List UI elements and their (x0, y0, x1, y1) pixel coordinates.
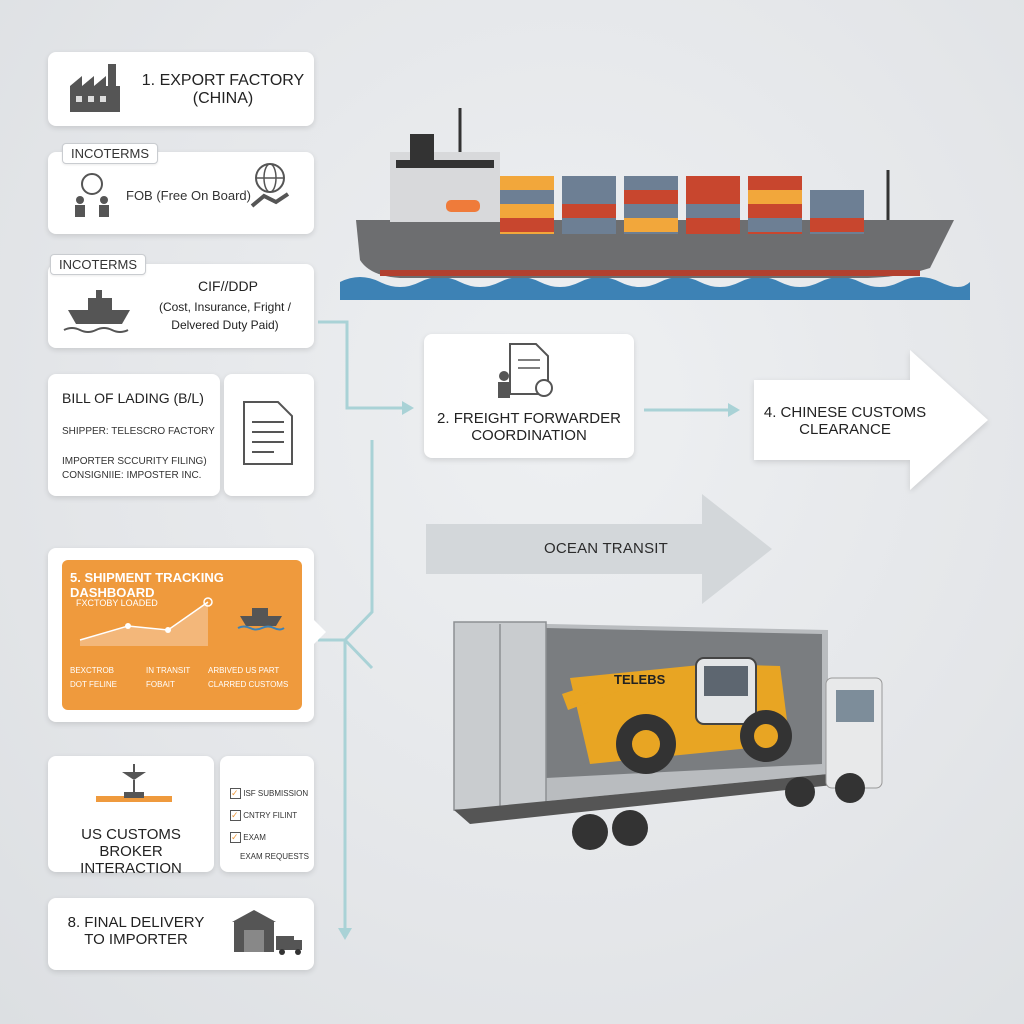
document-icon (243, 401, 293, 465)
bill-of-lading-card: BILL OF LADING (B/L) SHIPPER: TELESCRO F… (48, 374, 220, 496)
warehouse-truck-icon (232, 910, 302, 955)
connector-arrowhead-customs (728, 403, 740, 417)
globe-people-icon (75, 173, 109, 217)
container-stacks (500, 176, 864, 234)
telehandler-brand-label: TELEBS (614, 672, 666, 687)
fob-text: FOB (Free On Board) (126, 188, 251, 203)
freight-forwarder-title: 2. FREIGHT FORWARDER COORDINATION (437, 410, 621, 444)
water-waves (340, 277, 970, 300)
dashboard-ship-icon (237, 608, 285, 631)
bol-consignee: CONSIGNIIE: IMPOSTER INC. (62, 470, 202, 481)
incoterms-cif-tab: INCOTERMS (50, 254, 146, 275)
connector-arrowhead-forwarder (402, 401, 414, 415)
chinese-customs-arrow (754, 350, 988, 490)
cab-window (836, 690, 874, 722)
export-factory-card: 1. EXPORT FACTORY (CHINA) (48, 52, 314, 126)
checklist-footnote: EXAM REQUESTS (240, 852, 309, 861)
freight-forwarder-card: 2. FREIGHT FORWARDER COORDINATION (424, 334, 634, 458)
dashboard-title: 5. SHIPMENT TRACKING DASHBOARD (70, 570, 224, 600)
bridge-windows (396, 160, 494, 168)
incoterms-cif-card: CIF//DDP (Cost, Insurance, Fright / Delv… (48, 264, 314, 348)
cif-line3: Delvered Duty Paid) (171, 318, 279, 332)
us-customs-title: US CUSTOMS BROKER INTERACTION (80, 826, 182, 877)
us-customs-card: US CUSTOMS BROKER INTERACTION (48, 756, 214, 877)
cargo-ship-illustration (340, 108, 970, 300)
document-card (224, 374, 314, 496)
checklist-item-2: ✓ CNTRY FILINT (230, 810, 298, 821)
hull-stripe (380, 270, 920, 276)
dashboard-cell-2: IN TRANSIT FOBAIT (146, 666, 191, 689)
checklist-item-1: ✓ ISF SUBMISSION (230, 788, 309, 799)
crane-scale-icon (96, 764, 172, 802)
connector-bracket-lower (343, 638, 374, 670)
dashboard-cell-1: BEXCTROB DOT FELINE (70, 666, 117, 689)
customs-checklist-card: ✓ ISF SUBMISSION ✓ CNTRY FILINT ✓ EXAM E… (220, 756, 314, 872)
bol-title: BILL OF LADING (B/L) (62, 390, 204, 406)
dashboard-cell-3: ARBIVED US PART CLARRED CUSTOMS (208, 666, 289, 689)
ship-icon (63, 290, 130, 333)
lifeboat (446, 200, 480, 212)
telehandler (562, 657, 792, 774)
chinese-customs-title: 4. CHINESE CUSTOMS CLEARANCE (763, 404, 927, 438)
export-factory-title: 1. EXPORT FACTORY (CHINA) (141, 72, 305, 107)
ocean-transit-label: OCEAN TRANSIT (544, 540, 669, 557)
dashboard-pointer (312, 618, 326, 646)
connector-to-forwarder (318, 320, 402, 410)
forwarder-document-icon (498, 343, 553, 398)
checklist-item-3: ✓ EXAM (230, 832, 266, 843)
container-truck-illustration (453, 621, 883, 850)
incoterms-fob-tab: INCOTERMS (62, 143, 158, 164)
dashboard-line-chart (79, 597, 213, 646)
tracking-dashboard: 5. SHIPMENT TRACKING DASHBOARD FXCTOBY L… (62, 560, 302, 710)
connector-arrowhead-down (338, 928, 352, 940)
final-delivery-title: 8. FINAL DELIVERY TO IMPORTER (67, 914, 205, 948)
dashboard-chart-label: FXCTOBY LOADED (76, 598, 158, 608)
checkbox-checked-icon: ✓ (230, 788, 241, 799)
cif-line2: (Cost, Insurance, Fright / (158, 300, 292, 314)
final-delivery-card: 8. FINAL DELIVERY TO IMPORTER (48, 898, 314, 970)
checkbox-checked-icon: ✓ (230, 832, 241, 843)
cif-title: CIF//DDP (198, 278, 258, 294)
bol-isf: IMPORTER SCCURITY FILING) (62, 456, 207, 467)
funnel (410, 134, 434, 164)
globe-handshake-icon (250, 163, 290, 208)
trailer-bed (454, 774, 842, 824)
incoterms-fob-card: FOB (Free On Board) (48, 152, 314, 234)
connector-bracket (318, 440, 374, 642)
ocean-transit-arrow (426, 494, 772, 604)
factory-icon (70, 64, 120, 112)
bol-shipper: SHIPPER: TELESCRO FACTORY (62, 426, 215, 437)
checkbox-checked-icon: ✓ (230, 810, 241, 821)
ship-hull (356, 220, 954, 278)
